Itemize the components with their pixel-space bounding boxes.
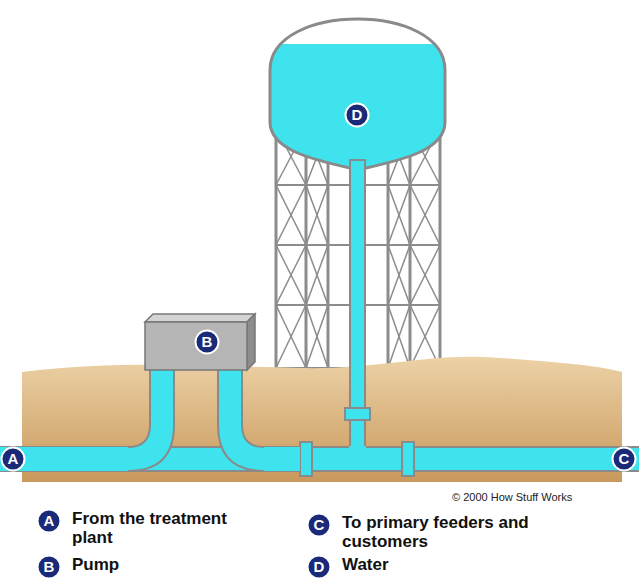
lattice-strut [410, 245, 440, 305]
lattice-strut [276, 305, 306, 368]
lattice-strut [276, 245, 306, 305]
lattice-strut [388, 305, 410, 368]
callout-node: B [194, 329, 220, 355]
discharge-pipe [218, 368, 300, 471]
lattice-strut [276, 245, 306, 305]
lattice-strut [306, 305, 328, 368]
legend-text: Pump [72, 555, 272, 574]
lattice-strut [276, 305, 306, 368]
lattice-strut [306, 245, 328, 305]
lattice-strut [276, 185, 306, 245]
callout-letter: D [344, 102, 370, 128]
lattice-strut [306, 185, 328, 245]
callout-node: D [344, 102, 370, 128]
pipe-fitting [345, 408, 370, 420]
lattice-strut [306, 245, 328, 305]
lattice-strut [410, 185, 440, 245]
legend-item: CTo primary feeders and customers [306, 512, 332, 538]
callout-node: C [611, 446, 637, 472]
lattice-strut [388, 245, 410, 305]
legend-item: AFrom the treatment plant [36, 508, 62, 534]
intake-pipe [0, 368, 174, 471]
lattice-strut [410, 185, 440, 245]
callout-letter: C [306, 512, 332, 538]
pump-side [247, 314, 255, 370]
lattice-strut [388, 185, 410, 245]
lattice-strut [388, 305, 410, 368]
legend-text: To primary feeders and customers [342, 513, 547, 551]
lattice-strut [388, 245, 410, 305]
pipe-fitting [300, 442, 312, 476]
lattice-strut [388, 185, 410, 245]
lattice-strut [276, 185, 306, 245]
tank-outline [270, 19, 445, 168]
callout-letter: A [36, 508, 62, 534]
callout-letter: B [194, 329, 220, 355]
pump-top [145, 314, 255, 322]
callout-letter: C [611, 446, 637, 472]
lattice-strut [306, 305, 328, 368]
lattice-strut [306, 185, 328, 245]
pipe-fitting [402, 442, 414, 476]
legend-text: Water [342, 555, 547, 574]
callout-letter: A [0, 446, 26, 472]
legend-item: DWater [306, 554, 332, 578]
pump-housing [145, 322, 247, 370]
callout-letter: B [36, 554, 62, 578]
legend-item: BPump [36, 554, 62, 578]
copyright-note: © 2000 How Stuff Works [452, 491, 572, 503]
callout-node: A [0, 446, 26, 472]
callout-letter: D [306, 554, 332, 578]
legend-text: From the treatment plant [72, 509, 272, 547]
lattice-strut [410, 245, 440, 305]
